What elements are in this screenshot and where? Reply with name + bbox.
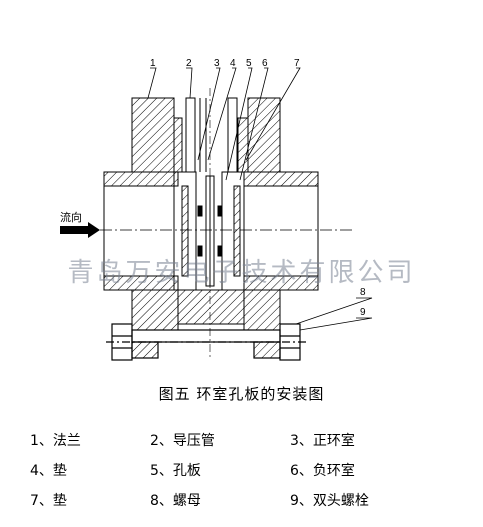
pressure-tubes [185, 97, 238, 173]
flow-arrow-icon [60, 222, 100, 238]
callout-2: 2 [186, 58, 192, 69]
legend-item-1: 1、法兰 [30, 433, 81, 449]
lower-flange [131, 289, 281, 331]
callout-3: 3 [214, 58, 220, 69]
callout-4: 4 [230, 58, 236, 69]
legend-item-9: 9、双头螺栓 [290, 493, 369, 509]
callout-5: 5 [246, 58, 252, 69]
legend-item-3: 3、正环室 [290, 433, 355, 449]
legend-item-6: 6、负环室 [290, 463, 355, 479]
flow-label: 流向 [60, 210, 82, 224]
callout-8: 8 [360, 287, 366, 298]
legend-item-4: 4、垫 [30, 463, 67, 479]
legend-item-7: 7、垫 [30, 493, 67, 509]
ring-chambers [173, 171, 245, 291]
callout-6: 6 [262, 58, 268, 69]
orifice-installation-drawing: 流向 1 2 3 4 5 6 7 8 9 [60, 58, 373, 361]
callout-9: 9 [360, 307, 366, 318]
legend-item-2: 2、导压管 [150, 433, 215, 449]
stud-bolt [106, 323, 308, 361]
callout-leaders [147, 67, 373, 331]
callout-7: 7 [294, 58, 300, 69]
legend-item-8: 8、螺母 [150, 493, 201, 509]
legend-item-5: 5、孔板 [150, 463, 201, 479]
pipe [103, 171, 319, 291]
watermark: 青岛万安电子技术有限公司 [67, 258, 416, 288]
callout-1: 1 [150, 58, 156, 69]
figure-caption: 图五 环室孔板的安装图 [158, 385, 325, 403]
